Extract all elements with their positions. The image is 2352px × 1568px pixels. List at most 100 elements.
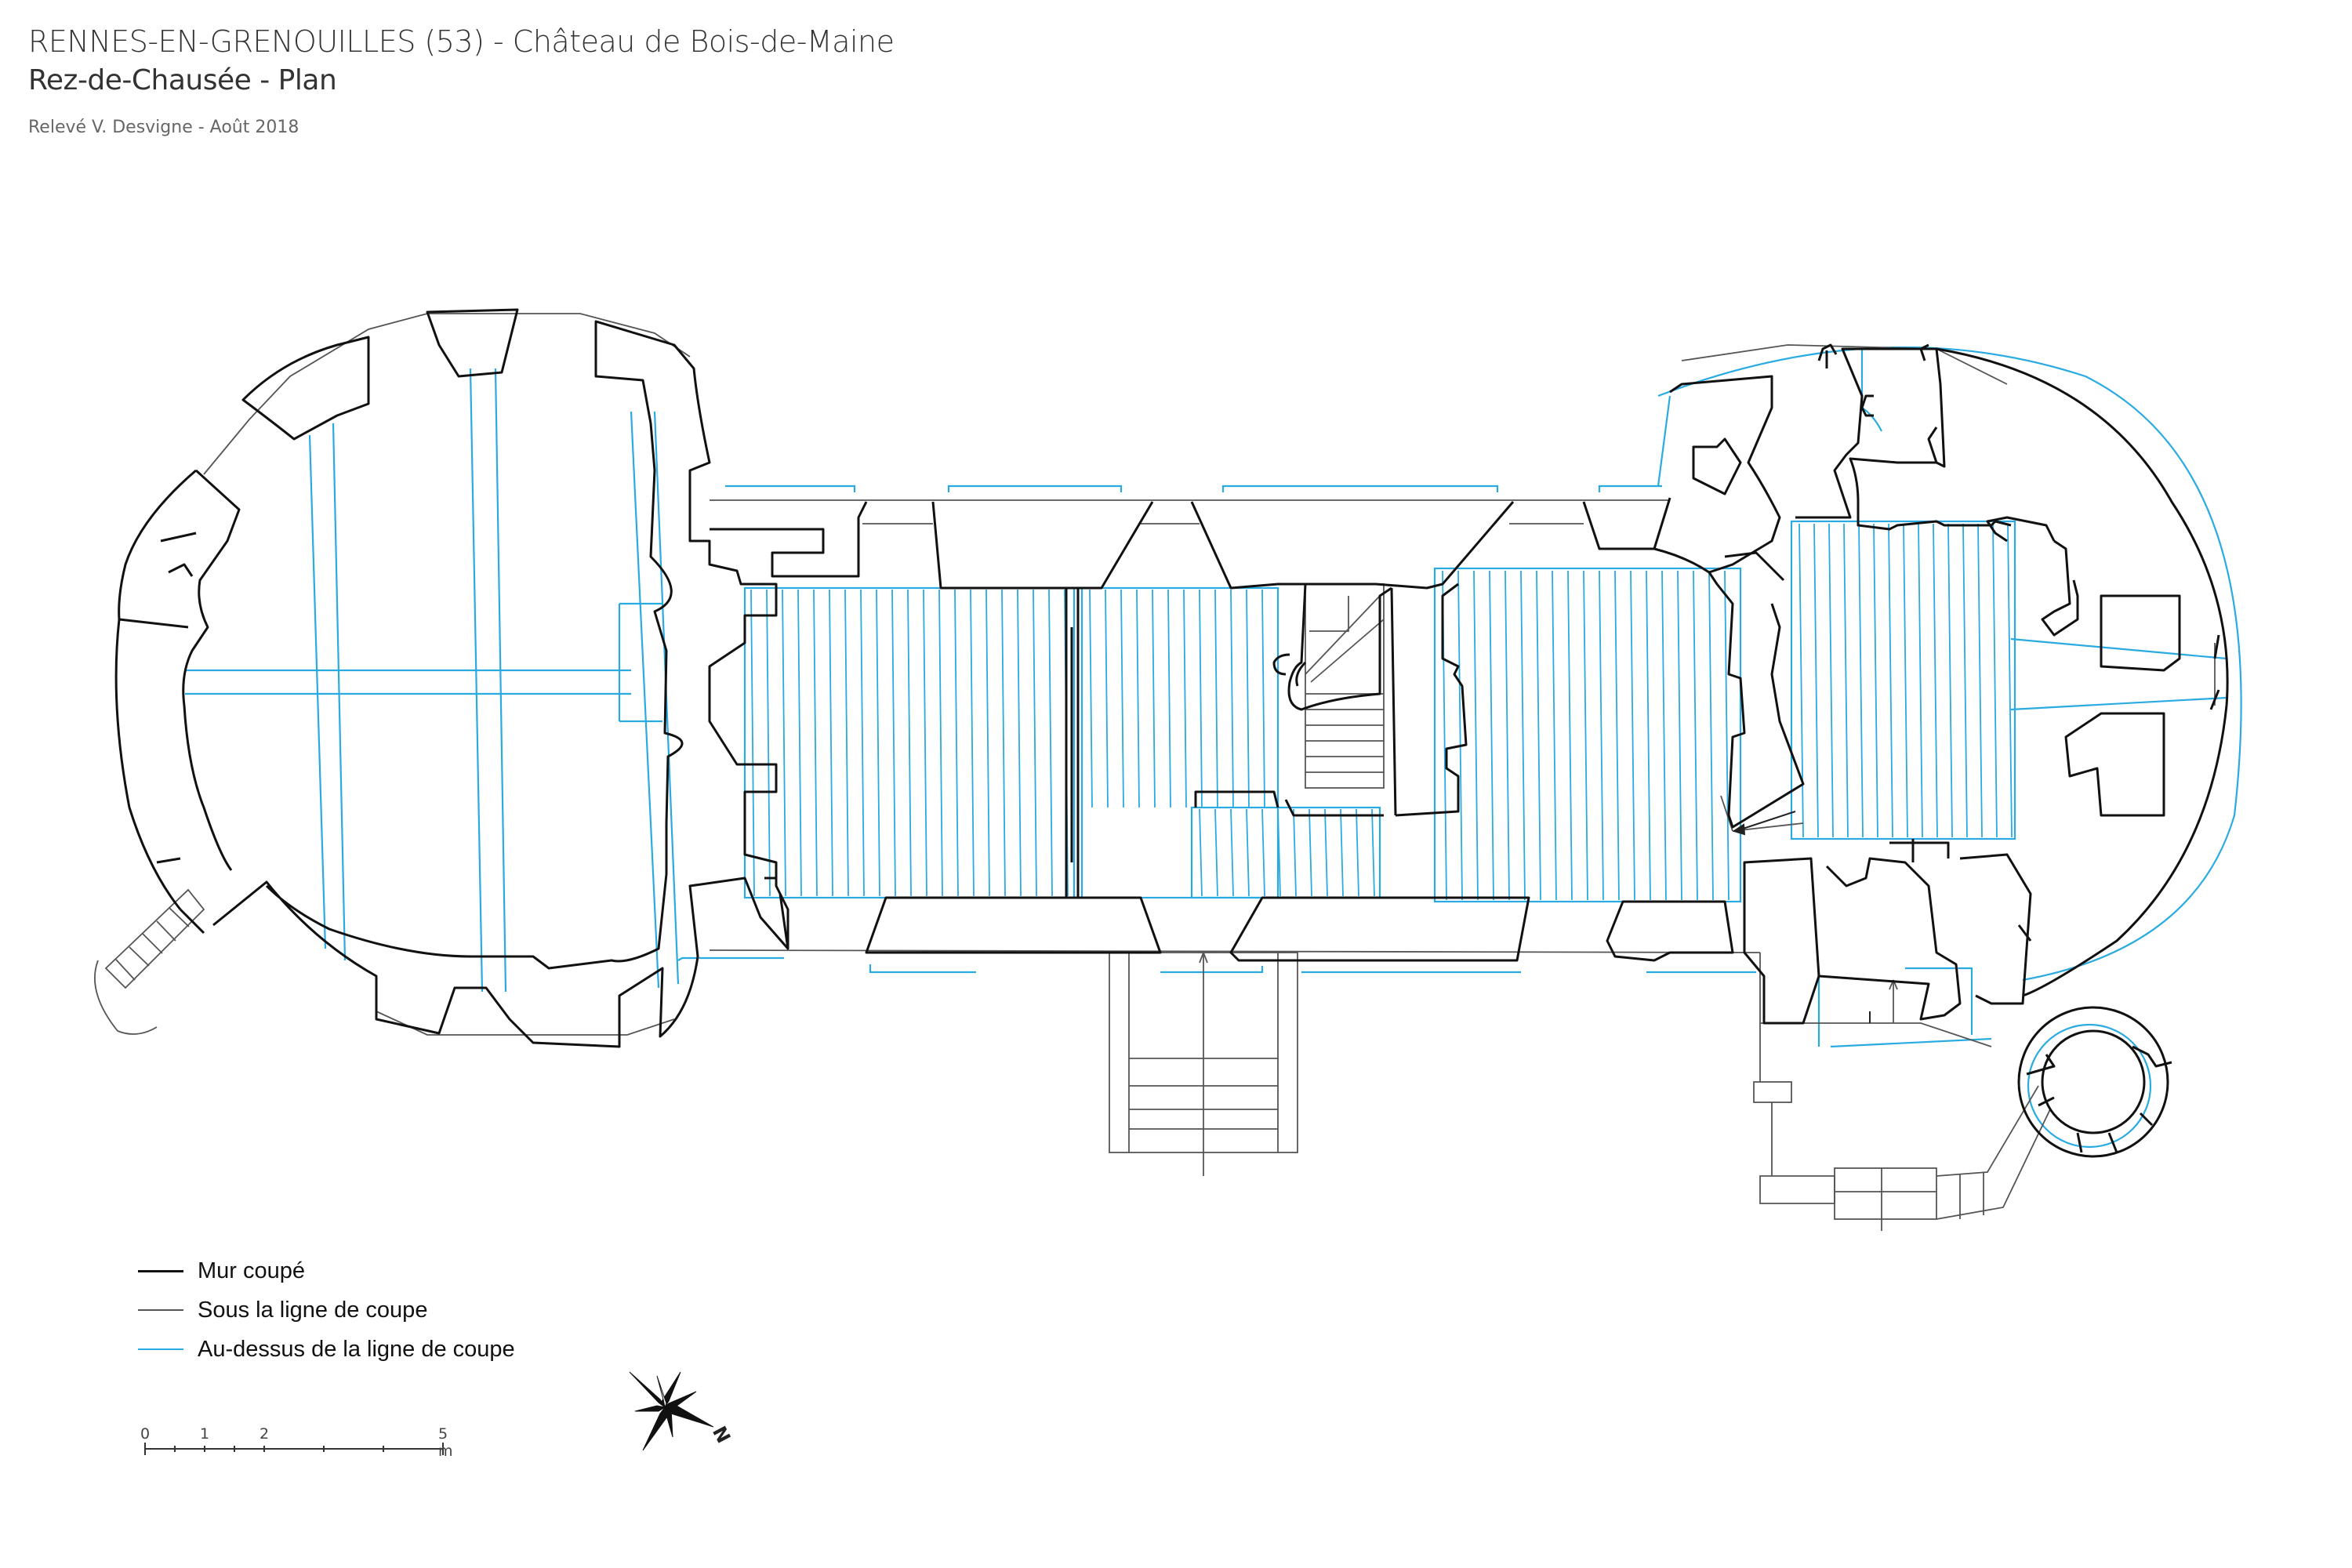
scale-bar bbox=[144, 1443, 444, 1455]
floor-board bbox=[954, 589, 959, 897]
floor-board bbox=[1199, 589, 1203, 808]
floor-board bbox=[1552, 570, 1557, 901]
title-block: RENNES-EN-GRENOUILLES (53) - Château de … bbox=[28, 22, 895, 137]
cut-walls bbox=[114, 308, 2229, 1158]
floor-board bbox=[1246, 589, 1250, 808]
floor-board bbox=[876, 589, 880, 897]
below-cut-lines bbox=[94, 313, 2216, 1231]
survey-credit: Relevé V. Desvigne - Août 2018 bbox=[28, 118, 299, 137]
floor-board bbox=[1933, 523, 1938, 838]
legend-item-below-cut: Sous la ligne de coupe bbox=[138, 1290, 515, 1330]
floor-board bbox=[1536, 570, 1541, 901]
floor-board bbox=[1661, 570, 1667, 901]
floor-board bbox=[1340, 808, 1344, 897]
legend-swatch-cut-wall bbox=[138, 1269, 183, 1272]
floor-board bbox=[2007, 523, 2013, 838]
legend-label: Mur coupé bbox=[198, 1258, 306, 1283]
legend-label: Sous la ligne de coupe bbox=[198, 1297, 428, 1323]
floor-board bbox=[1136, 589, 1140, 808]
floor-board bbox=[1947, 523, 1953, 838]
floor-board bbox=[1199, 808, 1203, 897]
floor-board bbox=[923, 589, 927, 897]
floor-board bbox=[1230, 589, 1234, 808]
floor-board bbox=[907, 589, 912, 897]
floor-board bbox=[1520, 570, 1526, 901]
floor-board bbox=[1230, 808, 1234, 897]
floor-board bbox=[1293, 808, 1297, 897]
floor-board bbox=[891, 589, 896, 897]
floor-board bbox=[1214, 808, 1218, 897]
legend-item-above-cut: Au-dessus de la ligne de coupe bbox=[138, 1330, 515, 1369]
floor-board bbox=[1646, 570, 1651, 901]
floor-board bbox=[782, 589, 786, 897]
floor-board bbox=[1614, 570, 1620, 901]
floor-board bbox=[1214, 589, 1218, 808]
floor-board bbox=[1152, 589, 1156, 808]
floor-board bbox=[1048, 589, 1053, 897]
floor-board bbox=[1308, 808, 1312, 897]
floor-board bbox=[1888, 523, 1893, 838]
floor-board bbox=[1858, 523, 1864, 838]
floor-board bbox=[1813, 523, 1819, 838]
scale-label-1: 1 bbox=[200, 1425, 210, 1443]
floor-board bbox=[1033, 589, 1037, 897]
floor-board bbox=[1693, 570, 1698, 901]
floor-board bbox=[1371, 808, 1375, 897]
floor-board bbox=[1583, 570, 1588, 901]
floor-board bbox=[860, 589, 865, 897]
scale-label-5m: 5 m bbox=[438, 1425, 453, 1460]
floor-board bbox=[1977, 523, 1983, 838]
legend: Mur coupé Sous la ligne de coupe Au-dess… bbox=[138, 1251, 515, 1369]
floor-board bbox=[1277, 808, 1281, 897]
floor-board bbox=[1828, 523, 1834, 838]
legend-swatch-below-cut bbox=[138, 1309, 183, 1311]
plan-title: RENNES-EN-GRENOUILLES (53) - Château de … bbox=[28, 24, 895, 59]
floor-board bbox=[1962, 523, 1968, 838]
floor-board bbox=[1324, 808, 1328, 897]
floor-board bbox=[1903, 523, 1908, 838]
floor-board bbox=[1457, 570, 1463, 901]
floor-board bbox=[970, 589, 975, 897]
floor-board bbox=[766, 589, 771, 897]
floor-board bbox=[1873, 523, 1878, 838]
floor-board bbox=[813, 589, 818, 897]
floor-board bbox=[1261, 589, 1265, 808]
floor-board bbox=[1105, 589, 1109, 808]
floor-board bbox=[750, 589, 755, 897]
floor-board bbox=[1677, 570, 1682, 901]
floor-board bbox=[1567, 570, 1573, 901]
floor-board bbox=[1167, 589, 1171, 808]
floor-board bbox=[1001, 589, 1006, 897]
floor-board bbox=[985, 589, 990, 897]
floor-board bbox=[938, 589, 943, 897]
floor-board bbox=[1356, 808, 1359, 897]
floor-board bbox=[844, 589, 849, 897]
floor-board bbox=[829, 589, 833, 897]
floor-board bbox=[797, 589, 802, 897]
floor-board bbox=[1798, 523, 1804, 838]
floor-board bbox=[1489, 570, 1494, 901]
floor-board bbox=[1261, 808, 1265, 897]
scale-label-0: 0 bbox=[140, 1425, 151, 1443]
floor-board bbox=[1708, 570, 1714, 901]
floor-board bbox=[1504, 570, 1510, 901]
direction-arrows bbox=[1732, 811, 1871, 1023]
legend-item-cut-wall: Mur coupé bbox=[138, 1251, 515, 1290]
legend-swatch-above-cut bbox=[138, 1348, 183, 1350]
floor-board bbox=[1246, 808, 1250, 897]
floor-board bbox=[1473, 570, 1479, 901]
floor-board bbox=[1183, 589, 1187, 808]
floor-board bbox=[1089, 589, 1093, 808]
legend-label: Au-dessus de la ligne de coupe bbox=[198, 1336, 515, 1362]
floor-board bbox=[1120, 589, 1124, 808]
floor-board bbox=[1843, 523, 1849, 838]
floor-board bbox=[1724, 570, 1730, 901]
floor-board bbox=[1599, 570, 1604, 901]
floor-board bbox=[1630, 570, 1635, 901]
floor-boards bbox=[750, 523, 2013, 901]
floor-board bbox=[1918, 523, 1923, 838]
plan-subtitle: Rez-de-Chausée - Plan bbox=[28, 64, 337, 96]
floor-board bbox=[1992, 523, 1998, 838]
scale-label-2: 2 bbox=[260, 1425, 270, 1443]
